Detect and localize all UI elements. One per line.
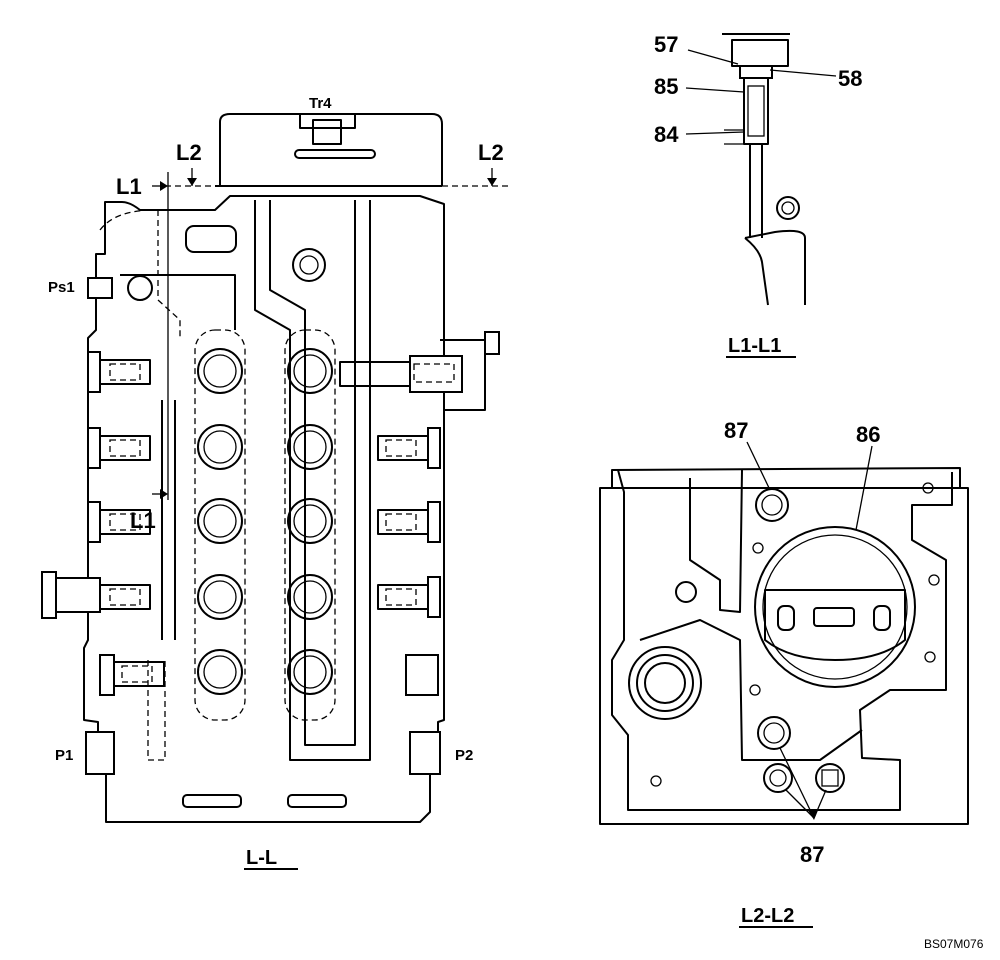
label-l2-left: L2 [176,140,202,165]
leader-87-top [746,441,771,491]
l2-top-lip [611,467,961,488]
spool-circles-right [287,348,333,695]
label-85: 85 [654,74,678,99]
ps1-channel [120,274,236,330]
label-87-top: 87 [724,418,748,443]
pilot-line-dashed [157,210,181,340]
label-58: 58 [838,66,862,91]
right-spool-bore [284,329,336,721]
label-l2-right: L2 [478,140,504,165]
tr4-fitting [312,119,342,145]
l1-arrowhead-top [160,181,168,191]
l2-arrowhead-left [187,178,197,186]
label-84: 84 [654,122,679,147]
part-86-circle [754,526,916,688]
label-p2: P2 [455,747,473,764]
view-l1l1: 57 58 85 84 L1-L1 [654,32,862,358]
label-tr4: Tr4 [309,95,332,112]
pilot-curve-dashed [99,209,156,231]
label-86: 86 [856,422,880,447]
passage-hole [292,248,326,282]
label-p1: P1 [55,747,73,764]
passage-hole-inner [299,255,319,275]
tr4-block-outline [219,113,443,186]
leader-84 [685,131,745,135]
view-ll: Tr4 L2 L2 L1 L1 Ps1 P1 P2 L-L [41,95,510,870]
part-87-hole-top [755,488,789,522]
label-l1-top: L1 [116,174,142,199]
tr4-slot [294,149,376,159]
leader-86 [855,445,873,531]
center-passage-inner [269,200,356,746]
leader-87-a [779,747,815,819]
tr4-port [299,114,356,129]
l2-outer-frame [599,487,969,825]
bottom-slot-left [182,794,242,808]
right-side-valves [339,331,500,775]
lower-pilot-dashed [147,660,166,761]
l2-inner-rib [639,619,863,761]
label-l1-mid: L1 [130,508,156,533]
label-ps1: Ps1 [48,279,75,296]
l2-inner-pocket [689,469,743,613]
spool-circles-left [197,348,243,695]
ps1-hole [127,275,153,301]
view-title-ll: L-L [246,847,277,869]
leader-57 [687,49,739,65]
view-title-l2l2: L2-L2 [741,905,794,927]
bottom-slot-right [287,794,347,808]
left-side-valves [41,277,165,775]
label-87-bottom: 87 [800,842,824,867]
view-l2l2: 87 86 87 L2-L2 [599,418,969,928]
l2-arrowhead-right [487,178,497,186]
drawing-code: BS07M076 [924,937,984,951]
l1-arrowhead-mid [160,489,168,499]
view-title-l1l1: L1-L1 [728,335,781,357]
center-passage [254,200,371,761]
label-57: 57 [654,32,678,57]
upper-slot [185,225,237,253]
valve-body-outline [83,195,445,823]
leader-85 [685,87,745,93]
part-87-hole-low-right [815,763,845,793]
left-spool-bore [194,329,246,721]
leader-58 [769,69,837,77]
part-87-hole-low-left [763,763,793,793]
l2-inner-profile [611,469,953,811]
leader-87-b [785,789,815,819]
part-87-hole-mid [757,716,791,750]
